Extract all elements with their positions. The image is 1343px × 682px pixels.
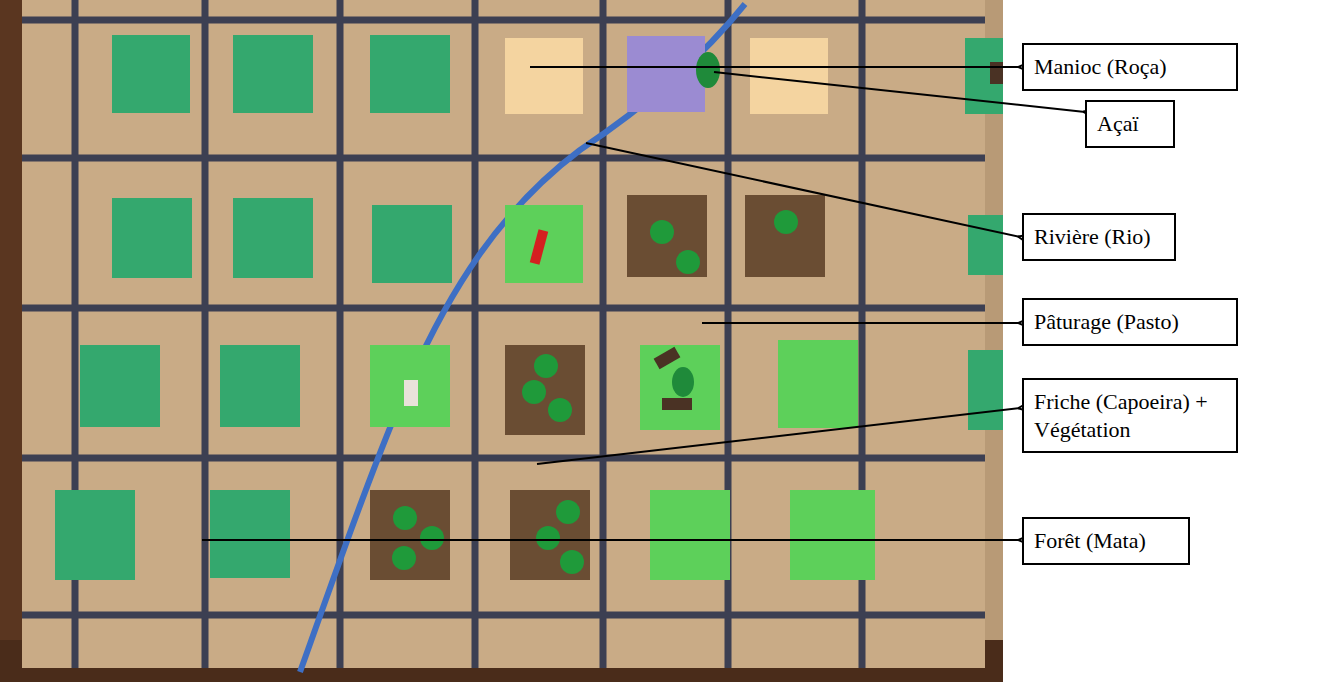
- callout-label: Rivière (Rio): [1034, 223, 1164, 251]
- callout-box: Friche (Capoeira) + Végétation: [1022, 378, 1238, 453]
- callout-label: Pâturage (Pasto): [1034, 308, 1226, 336]
- callout-label: Açaï: [1097, 110, 1163, 138]
- callout-box: Rivière (Rio): [1022, 213, 1176, 261]
- callout-box: Forêt (Mata): [1022, 517, 1190, 565]
- callout-box: Pâturage (Pasto): [1022, 298, 1238, 346]
- callout-box: Açaï: [1085, 100, 1175, 148]
- callout-box: Manioc (Roça): [1022, 43, 1238, 91]
- callout-label: Friche (Capoeira) + Végétation: [1034, 388, 1226, 443]
- callout-label: Forêt (Mata): [1034, 527, 1178, 555]
- callout-label: Manioc (Roça): [1034, 53, 1226, 81]
